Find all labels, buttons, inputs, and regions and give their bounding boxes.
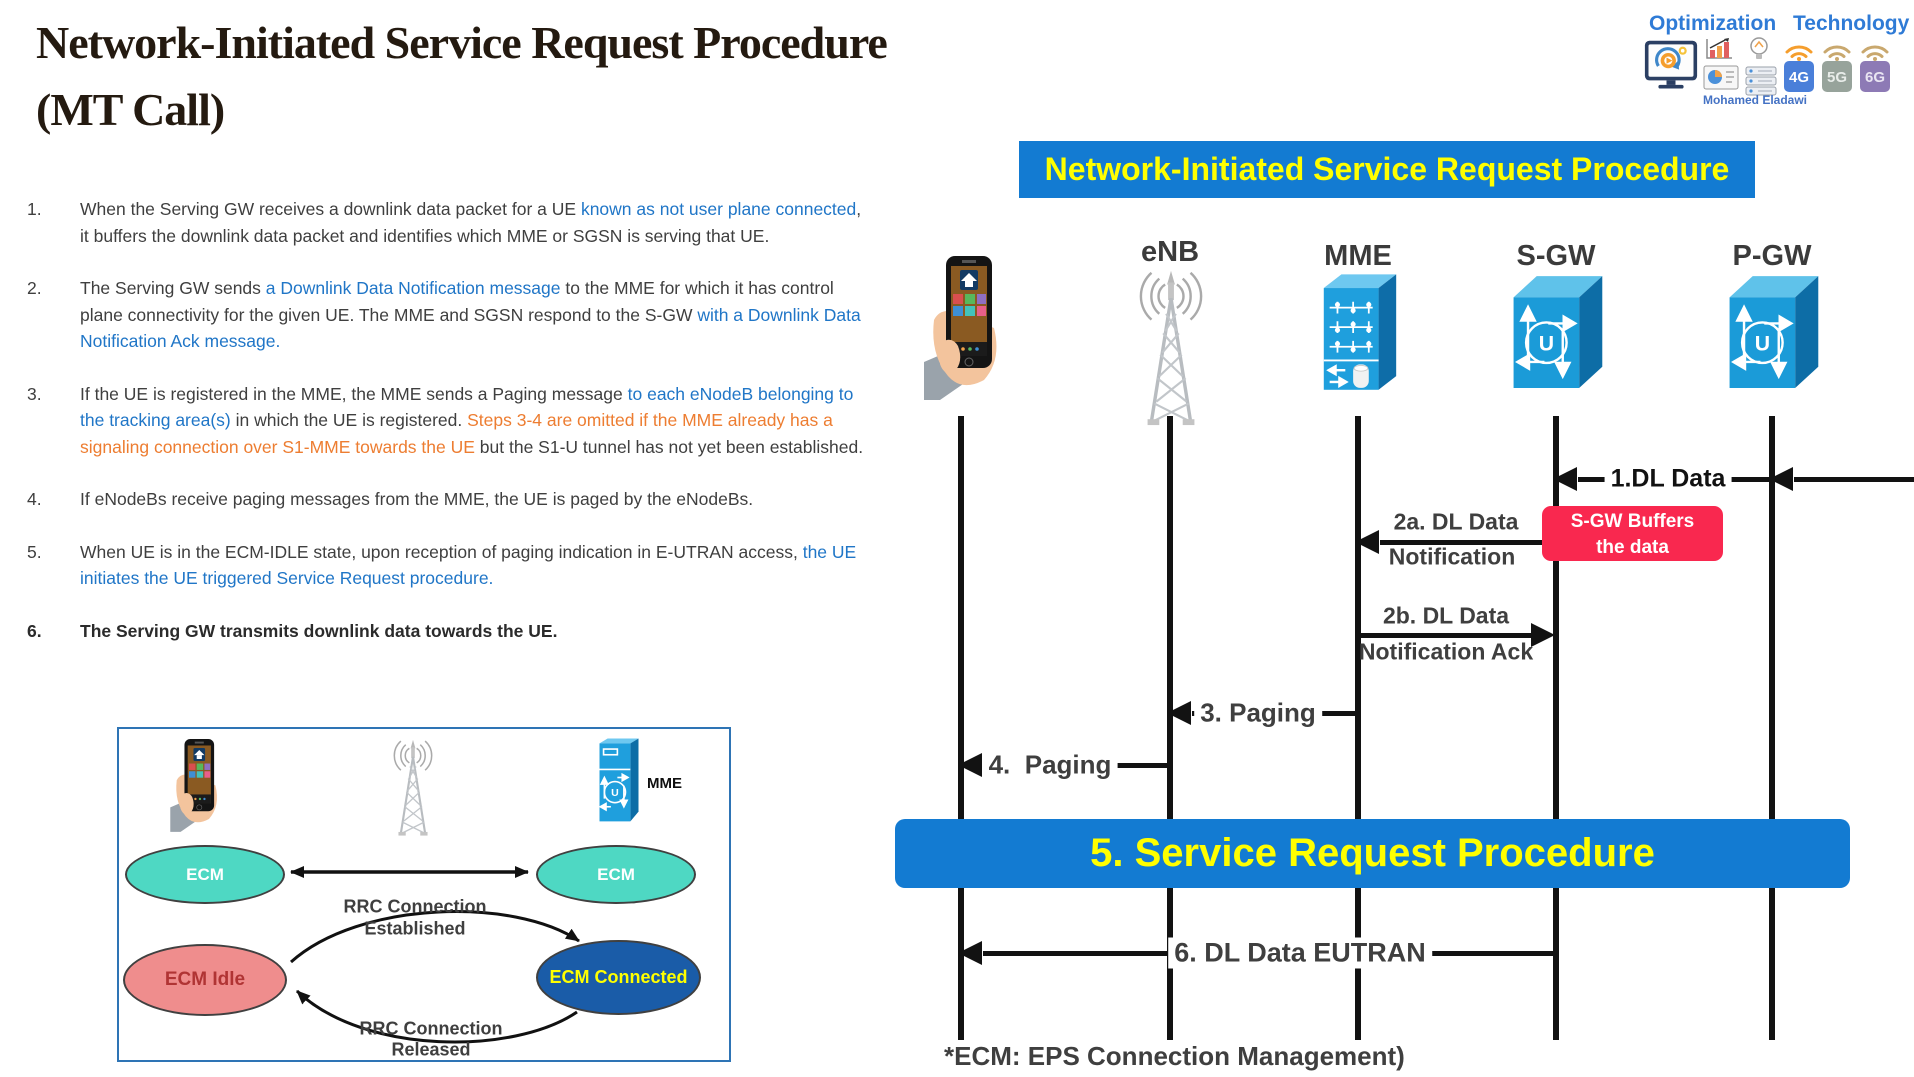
mme-server-icon-small: U	[598, 738, 639, 822]
pgw-node-icon: U	[1729, 276, 1819, 388]
svg-text:6G: 6G	[1865, 69, 1885, 86]
msg2b-label-line2: Notification Ack	[1358, 638, 1534, 665]
steps-list: 1. When the Serving GW receives a downlin…	[27, 196, 873, 670]
svg-text:U: U	[611, 787, 619, 799]
sgw-buffer-note-line1: S-GW Buffers	[1570, 511, 1695, 532]
step-item-6: 6. The Serving GW transmits downlink data…	[27, 618, 873, 645]
service-request-procedure-banner: 5. Service Request Procedure	[895, 819, 1850, 888]
step-text-segment: When UE is in the ECM-IDLE state, upon r…	[80, 541, 803, 562]
msg4-arrowhead	[958, 753, 982, 777]
ecm-state-left: ECM	[125, 845, 285, 904]
step-number: 4.	[27, 489, 42, 509]
rrc-released-label-line1: RRC Connection	[359, 1018, 503, 1039]
brand-word-technology: Technology	[1793, 12, 1910, 35]
ecm-state-figure: U MME ECM ECM ECM Idle ECM Connected RRC…	[117, 727, 731, 1062]
step-text-segment: with a Downlink Data Notification Ack me…	[80, 304, 861, 352]
sgw-buffer-note: S-GW Buffers the data	[1542, 506, 1723, 561]
msg1-label: 1.DL Data	[1604, 464, 1732, 494]
step-number: 6.	[27, 620, 42, 641]
ecm-figure-arrows	[289, 866, 580, 1044]
svg-text:5G: 5G	[1827, 69, 1847, 86]
step-text-segment: the UE initiates the UE triggered Servic…	[80, 541, 857, 589]
ecm-footnote: *ECM: EPS Connection Management)	[944, 1041, 1405, 1071]
step-text-segment: but the S1-U tunnel has not yet been est…	[474, 436, 864, 457]
msg2b-label-line1: 2b. DL Data	[1382, 602, 1510, 629]
external-dl-data-line	[1794, 477, 1914, 482]
ecm-connected-state: ECM Connected	[536, 940, 701, 1015]
msg3-label: 3. Paging	[1194, 697, 1322, 729]
step-item-2: 2. The Serving GW sends a Downlink Data N…	[27, 275, 873, 355]
step-text-segment: If the UE is registered in the MME, the …	[80, 383, 628, 404]
page-title-line2: (MT Call)	[36, 83, 225, 135]
step-text-segment: a Downlink Data Notification message	[265, 278, 561, 298]
entity-label-sgw: S-GW	[1516, 240, 1596, 272]
step-text-segment: in which the UE is registered.	[230, 410, 468, 430]
rrc-established-label-line1: RRC Connection	[343, 896, 487, 917]
optimization-monitor-icon	[1644, 40, 1698, 89]
step-text-segment: The Serving GW transmits downlink data t…	[80, 620, 558, 641]
lifeline-pgw	[1769, 416, 1775, 1040]
step-number: 2.	[27, 278, 42, 298]
msg2a-line	[1380, 540, 1556, 545]
msg3-arrowhead	[1167, 701, 1191, 725]
lifeline-enb	[1167, 416, 1173, 1040]
step-text-segment: The Serving GW sends	[80, 278, 266, 298]
svg-text:U: U	[1755, 332, 1770, 355]
svg-text:4G: 4G	[1789, 69, 1809, 86]
step-text-segment: known as not user plane connected	[580, 199, 857, 219]
step-text-segment: If eNodeBs receive paging messages from …	[80, 489, 754, 509]
enb-tower-icon	[1139, 270, 1203, 426]
rrc-established-label-line2: Established	[364, 918, 466, 939]
lifeline-mme	[1355, 416, 1361, 1040]
ue-phone-icon-small	[170, 739, 217, 832]
lifeline-sgw	[1553, 416, 1559, 1040]
analytics-icons-cluster	[1703, 37, 1777, 96]
step-text-segment: to the MME for which it has control plan…	[80, 278, 834, 325]
page-title: Network-Initiated Service Request Proced…	[36, 10, 1096, 143]
step-item-1: 1. When the Serving GW receives a downlin…	[27, 196, 873, 249]
msg6-label: 6. DL Data EUTRAN	[1168, 937, 1432, 969]
enb-tower-icon-small	[393, 739, 433, 836]
lifeline-ue	[958, 416, 964, 1040]
svg-text:U: U	[1539, 332, 1554, 355]
page-title-line1: Network-Initiated Service Request Proced…	[36, 17, 888, 68]
ecm-idle-state: ECM Idle	[123, 944, 287, 1016]
msg6-arrowhead	[958, 941, 982, 965]
4g-5g-6g-badges: 4G 5G 6G	[1784, 45, 1890, 92]
step-item-3: 3. If the UE is registered in the MME, th…	[27, 381, 873, 461]
step-number: 1.	[27, 199, 42, 219]
brand-word-optimization: Optimization	[1649, 12, 1777, 35]
msg2b-arrowhead	[1531, 623, 1555, 647]
msg2a-label-line2: Notification	[1388, 543, 1516, 570]
msg2a-label-line1: 2a. DL Data	[1393, 508, 1519, 535]
diagram-title-banner: Network-Initiated Service Request Proced…	[1019, 141, 1755, 198]
entity-label-enb: eNB	[1140, 236, 1200, 268]
step-number: 3.	[27, 383, 42, 404]
rrc-released-label-line2: Released	[391, 1039, 471, 1060]
msg1-arrowhead	[1553, 467, 1577, 491]
step-text-segment: , it buffers the downlink data packet an…	[80, 199, 862, 246]
entity-label-pgw: P-GW	[1732, 240, 1812, 272]
step-text-segment: Steps 3-4 are omitted if the MME already…	[80, 410, 833, 457]
entity-label-mme: MME	[1324, 240, 1392, 272]
external-dl-data-arrowhead	[1769, 467, 1793, 491]
msg2b-line	[1358, 633, 1534, 638]
step-item-4: 4. If eNodeBs receive paging messages fro…	[27, 486, 873, 513]
msg2a-arrowhead	[1355, 530, 1379, 554]
mme-node-icon	[1323, 274, 1397, 390]
step-text-segment: to each eNodeB belonging to the tracking…	[80, 383, 854, 431]
author-name: Mohamed Eladawi	[1702, 93, 1808, 107]
step-number: 5.	[27, 541, 42, 562]
figure-mme-label: MME	[647, 775, 682, 792]
sgw-buffer-note-line2: the data	[1596, 536, 1669, 558]
sgw-node-icon: U	[1513, 276, 1603, 388]
ue-phone-icon	[924, 256, 997, 400]
step-item-5: 5. When UE is in the ECM-IDLE state, upon…	[27, 539, 873, 592]
step-text-segment: When the Serving GW receives a downlink …	[80, 199, 581, 219]
ecm-state-right: ECM	[536, 845, 696, 904]
msg4-label: 4. Paging	[982, 749, 1118, 781]
